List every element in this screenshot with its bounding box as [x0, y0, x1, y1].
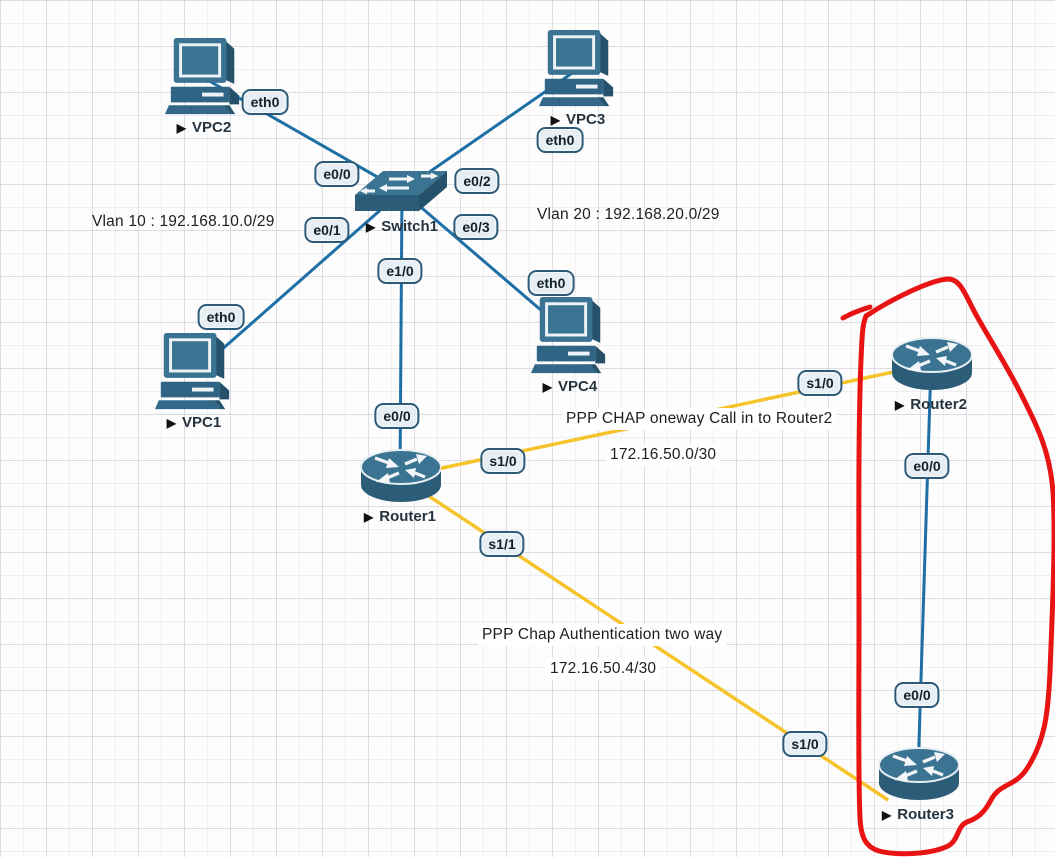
- port-label-switch1-e0-0[interactable]: e0/0: [314, 161, 360, 187]
- device-label-vpc1[interactable]: ▶ VPC1: [167, 414, 221, 431]
- router-icon: [890, 335, 972, 393]
- running-indicator-icon: ▶: [550, 112, 561, 127]
- port-label-vpc3-eth0[interactable]: eth0: [536, 127, 584, 153]
- device-router2[interactable]: ▶ Router2: [890, 335, 972, 413]
- running-indicator-icon: ▶: [882, 807, 892, 822]
- port-label-switch1-e0-2[interactable]: e0/2: [454, 168, 500, 194]
- device-name: Switch1: [381, 218, 438, 235]
- note-subnet-oneway[interactable]: 172.16.50.0/30: [606, 444, 721, 466]
- router-icon: [877, 745, 959, 803]
- running-indicator-icon: ▶: [166, 415, 177, 430]
- device-name: VPC2: [192, 119, 232, 136]
- pc-icon: [154, 331, 234, 413]
- device-label-vpc2[interactable]: ▶ VPC2: [177, 119, 231, 136]
- switch-icon: [353, 167, 451, 213]
- device-router3[interactable]: ▶ Router3: [877, 745, 959, 823]
- device-label-router1[interactable]: ▶ Router1: [364, 508, 436, 525]
- port-label-router2-e0-0[interactable]: e0/0: [904, 453, 950, 479]
- router-icon: [359, 447, 441, 505]
- port-label-vpc2-eth0[interactable]: eth0: [241, 89, 289, 115]
- port-label-router3-e0-0[interactable]: e0/0: [894, 682, 940, 708]
- port-label-switch1-e0-1[interactable]: e0/1: [304, 217, 350, 243]
- device-vpc3[interactable]: ▶ VPC3: [538, 28, 618, 128]
- device-name: VPC3: [566, 111, 606, 128]
- port-label-vpc4-eth0[interactable]: eth0: [527, 270, 575, 296]
- device-label-router2[interactable]: ▶ Router2: [895, 396, 967, 413]
- pc-icon: [530, 295, 610, 377]
- running-indicator-icon: ▶: [542, 379, 553, 394]
- device-name: VPC4: [558, 378, 598, 395]
- device-name: Router3: [897, 806, 954, 823]
- port-label-vpc1-eth0[interactable]: eth0: [197, 304, 245, 330]
- pc-icon: [538, 28, 618, 110]
- port-label-router1-s1-1[interactable]: s1/1: [479, 531, 525, 557]
- link-router2-router3[interactable]: [916, 363, 933, 775]
- port-label-router2-s1-0[interactable]: s1/0: [797, 370, 843, 396]
- running-indicator-icon: ▶: [176, 120, 187, 135]
- port-label-router1-e0-0[interactable]: e0/0: [374, 403, 420, 429]
- device-router1[interactable]: ▶ Router1: [359, 447, 441, 525]
- link-vpc1-switch1[interactable]: [193, 189, 403, 376]
- note-vlan20[interactable]: Vlan 20 : 192.168.20.0/29: [537, 206, 720, 223]
- device-vpc2[interactable]: ▶ VPC2: [164, 36, 244, 136]
- note-vlan10[interactable]: Vlan 10 : 192.168.10.0/29: [92, 213, 275, 230]
- port-label-switch1-e0-3[interactable]: e0/3: [453, 214, 499, 240]
- device-label-switch1[interactable]: ▶ Switch1: [366, 218, 438, 235]
- device-label-router3[interactable]: ▶ Router3: [882, 806, 954, 823]
- device-name: Router1: [379, 508, 436, 525]
- device-vpc4[interactable]: ▶ VPC4: [530, 295, 610, 395]
- port-label-switch1-e1-0[interactable]: e1/0: [377, 258, 423, 284]
- device-switch1[interactable]: ▶ Switch1: [353, 167, 451, 235]
- pc-icon: [164, 36, 244, 118]
- device-label-vpc4[interactable]: ▶ VPC4: [543, 378, 597, 395]
- device-name: VPC1: [182, 414, 222, 431]
- port-label-router3-s1-0[interactable]: s1/0: [782, 731, 828, 757]
- running-indicator-icon: ▶: [364, 509, 374, 524]
- link-switch1-router1[interactable]: [398, 190, 404, 478]
- device-vpc1[interactable]: ▶ VPC1: [154, 331, 234, 431]
- port-label-router1-s1-0[interactable]: s1/0: [480, 448, 526, 474]
- note-ppp-oneway[interactable]: PPP CHAP oneway Call in to Router2: [562, 408, 837, 430]
- device-label-vpc3[interactable]: ▶ VPC3: [551, 111, 605, 128]
- note-subnet-twoway[interactable]: 172.16.50.4/30: [546, 658, 661, 680]
- running-indicator-icon: ▶: [366, 219, 376, 234]
- note-ppp-twoway[interactable]: PPP Chap Authentication two way: [478, 624, 727, 646]
- device-name: Router2: [910, 396, 967, 413]
- running-indicator-icon: ▶: [895, 397, 905, 412]
